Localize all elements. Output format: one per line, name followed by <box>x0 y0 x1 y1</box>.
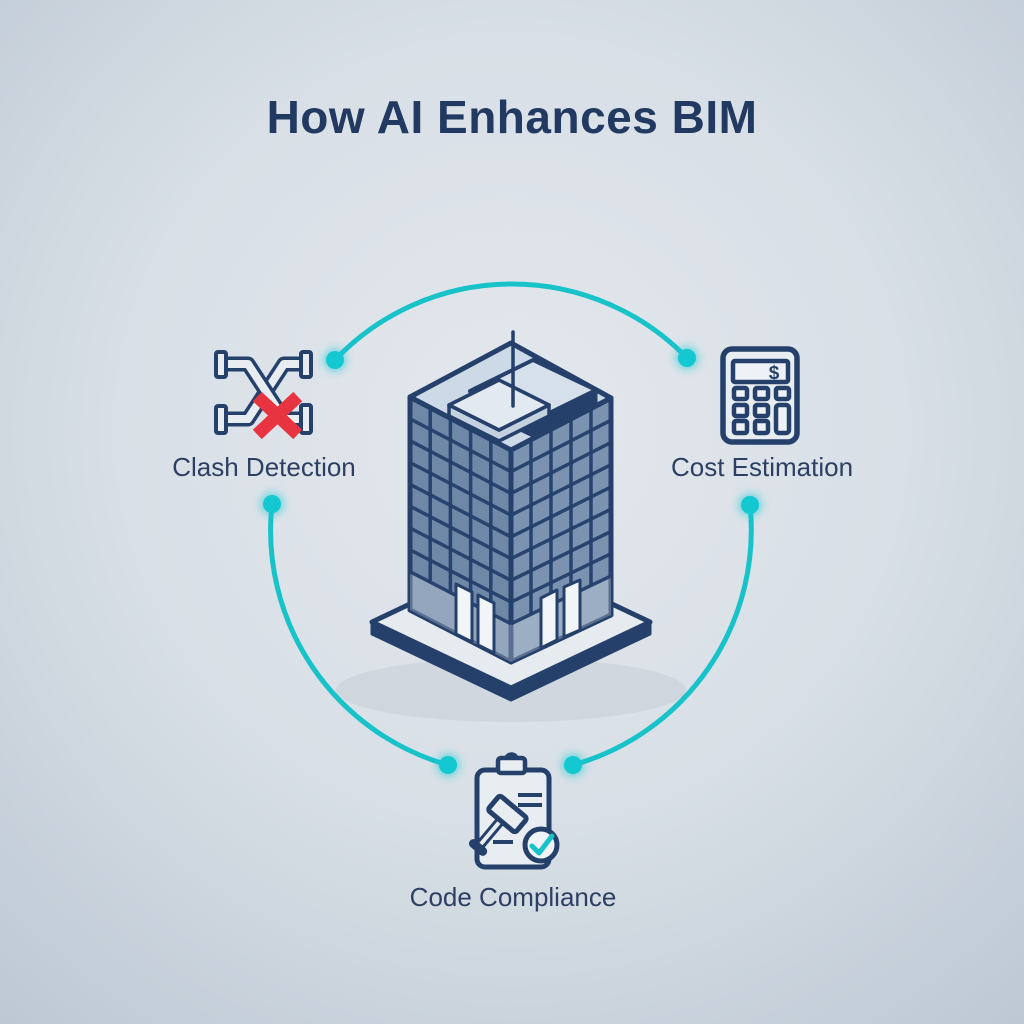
window-mullion <box>510 574 612 626</box>
roof-step-top <box>447 378 551 432</box>
clipboard-gavel-check-icon <box>468 752 560 870</box>
pipe-flange <box>299 403 313 435</box>
arc-top <box>332 281 690 363</box>
gavel-head <box>486 793 529 835</box>
ground-floor-right <box>511 576 611 662</box>
calculator-button <box>752 385 771 402</box>
window-mullion <box>409 417 512 474</box>
window-grid-right <box>510 408 612 626</box>
calculator-button-tall <box>773 402 792 436</box>
crossed-pipes-clash-icon <box>214 350 313 440</box>
window-mullion <box>510 440 612 496</box>
calculator-button <box>773 385 792 402</box>
window-mullion <box>409 504 512 561</box>
connector-arcs <box>260 281 762 777</box>
label-clash-detection: Clash Detection <box>172 452 356 482</box>
label-cost-estimation: Cost Estimation <box>670 452 854 482</box>
window-mullion <box>510 529 612 582</box>
window-mullion <box>409 482 512 539</box>
clash-x-mark <box>252 391 303 440</box>
label-code-compliance: Code Compliance <box>409 882 617 912</box>
connector-dot <box>741 496 759 514</box>
arc-left <box>268 501 451 768</box>
check-mark <box>529 833 555 856</box>
window-mullion <box>409 439 512 496</box>
window-mullion <box>510 507 612 561</box>
window-mullion <box>510 463 612 517</box>
connector-dot <box>263 495 281 513</box>
connector-dot <box>439 756 457 774</box>
connector-dot <box>564 756 582 774</box>
window-mullion <box>409 548 512 604</box>
calculator-button <box>752 418 771 436</box>
door <box>476 593 496 655</box>
window-mullion <box>510 485 612 539</box>
connector-dot <box>678 349 696 367</box>
clipboard-clip <box>495 755 528 776</box>
door <box>454 582 474 644</box>
window-mullion <box>510 418 612 474</box>
isometric-building-icon <box>336 330 686 722</box>
calculator-button <box>752 402 771 419</box>
pipe-flange <box>214 404 228 435</box>
page-title: How AI Enhances BIM <box>266 91 758 143</box>
dollar-sign: $ <box>769 363 780 384</box>
pipe-flange <box>214 350 228 379</box>
door <box>562 578 582 639</box>
window-mullion <box>510 552 612 604</box>
calculator-icon: $ <box>720 346 800 445</box>
calculator-button <box>731 418 750 436</box>
connector-dots <box>260 346 762 777</box>
window-mullion <box>409 460 512 517</box>
door <box>539 588 559 650</box>
calculator-display <box>730 358 791 385</box>
calculator-button <box>731 385 750 402</box>
pipe-flange <box>299 350 313 379</box>
arc-right <box>570 502 754 768</box>
window-mullion <box>409 526 512 582</box>
connector-dot <box>326 351 344 369</box>
gavel-icon <box>468 793 529 856</box>
calculator-button <box>731 402 750 419</box>
